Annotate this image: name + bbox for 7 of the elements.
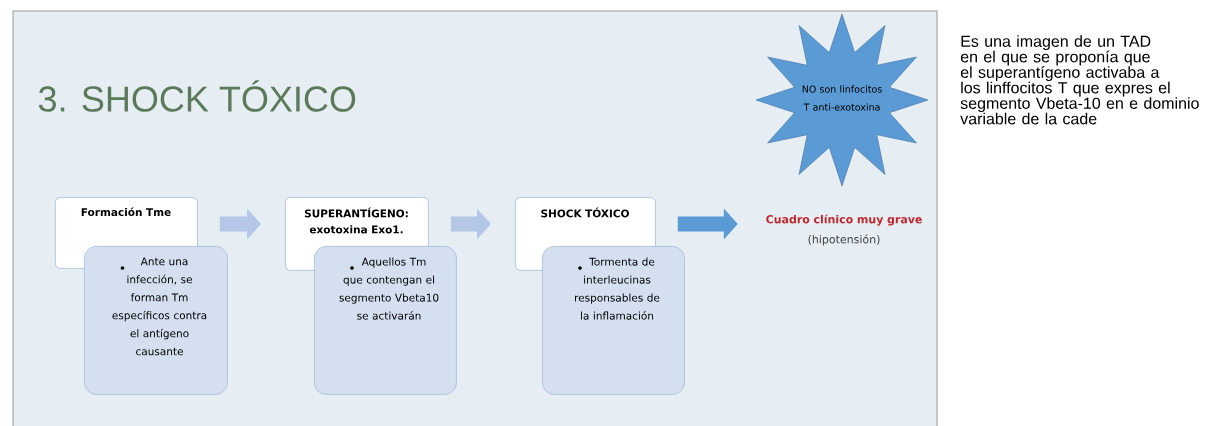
detail-box: Ante una infección, se forman Tm específicos contra el antígeno causante bbox=[84, 246, 228, 395]
slide-title: 3. SHOCK TÓXICO bbox=[38, 80, 356, 112]
detail-box: Tormenta de interleucinas responsables de la inflamación bbox=[542, 246, 685, 395]
starburst-callout: NO son linfocitos T anti-exotoxina bbox=[755, 13, 929, 187]
side-note: Es una imagen de un TAD en el que se proponía que el superantígeno activaba a los linffocitos T que expres el segmento Vbeta-10 en e dominio variable de la cade bbox=[960, 35, 1199, 125]
outcome-text: Cuadro clínico muy grave (hipotensión) bbox=[766, 214, 922, 246]
detail-box: Aquellos Tm que contengan el segmento Vbeta10 se activarán bbox=[314, 246, 457, 395]
